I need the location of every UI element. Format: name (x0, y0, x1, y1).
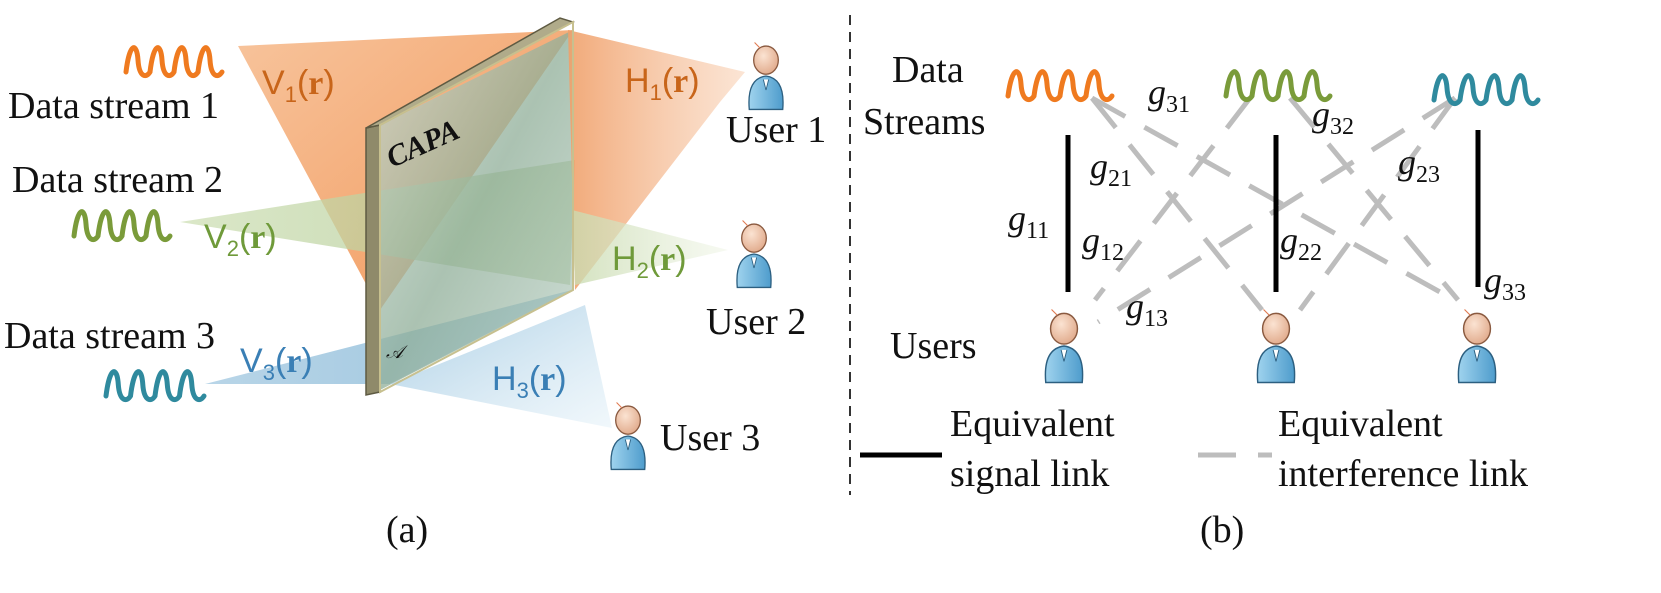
user-1-label: User 1 (726, 109, 826, 151)
beam-v2-label: V2(r) (204, 218, 277, 261)
link-g12 (1093, 96, 1252, 302)
caption-b: (b) (1200, 509, 1244, 551)
gain-g13: g13 (1126, 286, 1168, 332)
beam-v3-label: V3(r) (240, 342, 313, 385)
legend-signal-line2: signal link (950, 453, 1109, 495)
gain-g12: g12 (1082, 220, 1124, 266)
stream-3-label: Data stream 3 (4, 315, 215, 357)
user-3-label: User 3 (660, 417, 760, 459)
gain-g31: g31 (1148, 72, 1190, 118)
gain-g22: g22 (1280, 220, 1322, 266)
capa-surface (380, 30, 573, 390)
caption-a: (a) (386, 509, 428, 551)
gain-g23: g23 (1398, 142, 1440, 188)
gain-g21: g21 (1090, 146, 1132, 192)
streams-label-line2: Streams (863, 101, 985, 143)
gain-g33: g33 (1484, 260, 1526, 306)
beam-h2-label: H2(r) (612, 240, 687, 283)
user-1-icon (748, 41, 784, 111)
legend-signal-line1: Equivalent (950, 403, 1115, 445)
signal-links (1065, 130, 1481, 292)
stream-b3-wave (1431, 73, 1541, 107)
user-b2-icon (1256, 308, 1296, 384)
region-symbol: 𝒜 (386, 342, 408, 362)
user-b3-icon (1457, 308, 1497, 384)
gain-g32: g32 (1312, 94, 1354, 140)
beam-h3-label: H3(r) (492, 360, 567, 403)
user-3-icon (610, 401, 646, 471)
stream-2-wave (71, 209, 173, 243)
capa-frame-edge (365, 124, 381, 396)
legend-interference-line1: Equivalent (1278, 403, 1443, 445)
streams-label-line1: Data (892, 49, 964, 91)
users-label: Users (890, 325, 977, 367)
link-g21 (1090, 96, 1264, 312)
beam-h3 (390, 305, 612, 428)
capa-frame-outline (379, 20, 574, 394)
beam-h1-label: H1(r) (625, 62, 700, 105)
user-2-label: User 2 (706, 301, 806, 343)
panel-b: Data Streams Users g11 g21 (860, 49, 1541, 551)
stream-1-wave (123, 45, 225, 79)
beam-v1-label: V1(r) (262, 64, 335, 107)
stream-1-label: Data stream 1 (8, 85, 219, 127)
user-2-icon (736, 219, 772, 289)
beam-h2 (572, 210, 728, 285)
stream-2-label: Data stream 2 (12, 159, 223, 201)
link-g32 (1288, 96, 1460, 302)
user-b1-icon (1044, 308, 1084, 384)
gain-g11: g11 (1008, 198, 1049, 244)
stream-b1-wave (1005, 69, 1115, 103)
stream-b2-wave (1223, 69, 1333, 103)
stream-3-wave (103, 369, 207, 403)
legend-interference-line2: interference link (1278, 453, 1528, 495)
panel-a: CAPA 𝒜 Data stream 1 Data stream 2 Data … (4, 17, 826, 551)
link-g23 (1297, 96, 1458, 312)
